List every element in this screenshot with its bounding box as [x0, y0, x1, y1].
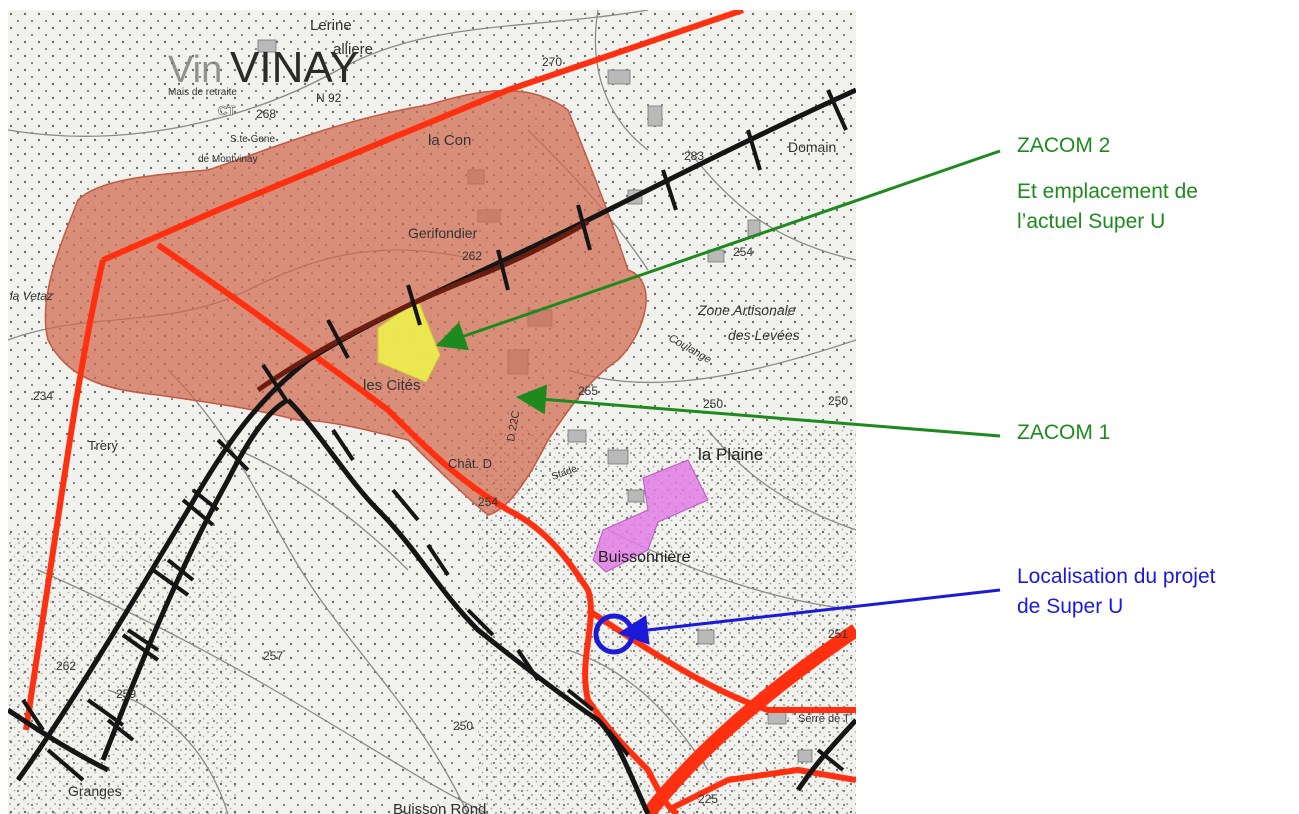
place-buissonniere: Buissonnière: [598, 549, 691, 566]
place-trery: Trery: [88, 438, 118, 453]
elevation-label: 259: [116, 687, 136, 701]
elevation-label: 254: [478, 495, 498, 509]
place-granges: Granges: [68, 783, 122, 799]
place-buisson-rond: Buisson Rond: [393, 801, 486, 814]
road-label-n92: N 92: [316, 91, 342, 105]
place-la-con: la Con: [428, 132, 471, 149]
project-desc-line2: de Super U: [1017, 595, 1124, 618]
place-zone-artisanale: Zone Artisonale: [697, 302, 796, 318]
zacom2-title: ZACOM 2: [1017, 134, 1111, 157]
place-gerifondier: Gerifondier: [408, 225, 478, 241]
zacom1-callout: ZACOM 1: [1017, 418, 1110, 448]
town-title-small: Vin: [168, 49, 222, 91]
buissonniere-parcel: [592, 459, 709, 573]
place-chat-d: Chât. D: [448, 456, 492, 471]
zacom1-title: ZACOM 1: [1017, 421, 1111, 444]
elevation-label: 254: [733, 245, 753, 259]
project-callout: Localisation du projet de Super U: [1017, 562, 1215, 622]
major-road: [642, 624, 856, 814]
place-les-cites: les Cités: [363, 377, 421, 394]
zacom2-callout: ZACOM 2 Et emplacement de l’actuel Super…: [1017, 131, 1198, 237]
place-mais-retraite: Mais de retraite: [168, 87, 237, 98]
place-la-plaine: la Plaine: [698, 445, 763, 464]
zacom2-desc-line2: l’actuel Super U: [1017, 210, 1166, 233]
place-des-levees: des Levées: [728, 327, 800, 343]
elevation-label: 257: [263, 649, 283, 663]
place-domaine: Domain: [788, 139, 836, 155]
road-label-d22c: D 22C: [505, 410, 522, 443]
elevation-label: 270: [542, 55, 562, 69]
elevation-label: 255: [578, 384, 598, 398]
elevation-label: 251: [828, 627, 848, 641]
map-canvas: VINAY Vin Lerine alliere la Con Gerifond…: [8, 10, 856, 814]
elevation-label: 262: [56, 659, 76, 673]
place-ste-gene: S.te Gene: [230, 134, 275, 145]
place-ct: CT: [218, 103, 235, 118]
elevation-label: 250: [453, 719, 473, 733]
place-serre-de: Serre de T: [798, 713, 850, 725]
elevation-label: 250: [828, 394, 848, 408]
elevation-label: 283: [684, 149, 704, 163]
elevation-label: 268: [256, 107, 276, 121]
project-desc-line1: Localisation du projet: [1017, 565, 1216, 588]
place-la-vetaz: la Vetaz: [10, 289, 53, 303]
elevation-label: 234: [33, 389, 53, 403]
place-lerine: Lerine: [310, 17, 352, 34]
place-valliere: alliere: [333, 41, 373, 58]
elevation-label: 262: [462, 249, 482, 263]
topographic-map: VINAY Vin Lerine alliere la Con Gerifond…: [8, 10, 856, 814]
town-title: VINAY: [230, 43, 359, 92]
elevation-label: 225: [698, 792, 718, 806]
elevation-label: 250: [703, 397, 723, 411]
zacom2-desc-line1: Et emplacement de: [1017, 180, 1198, 203]
place-de-montvinay: de Montvinay: [198, 154, 257, 165]
